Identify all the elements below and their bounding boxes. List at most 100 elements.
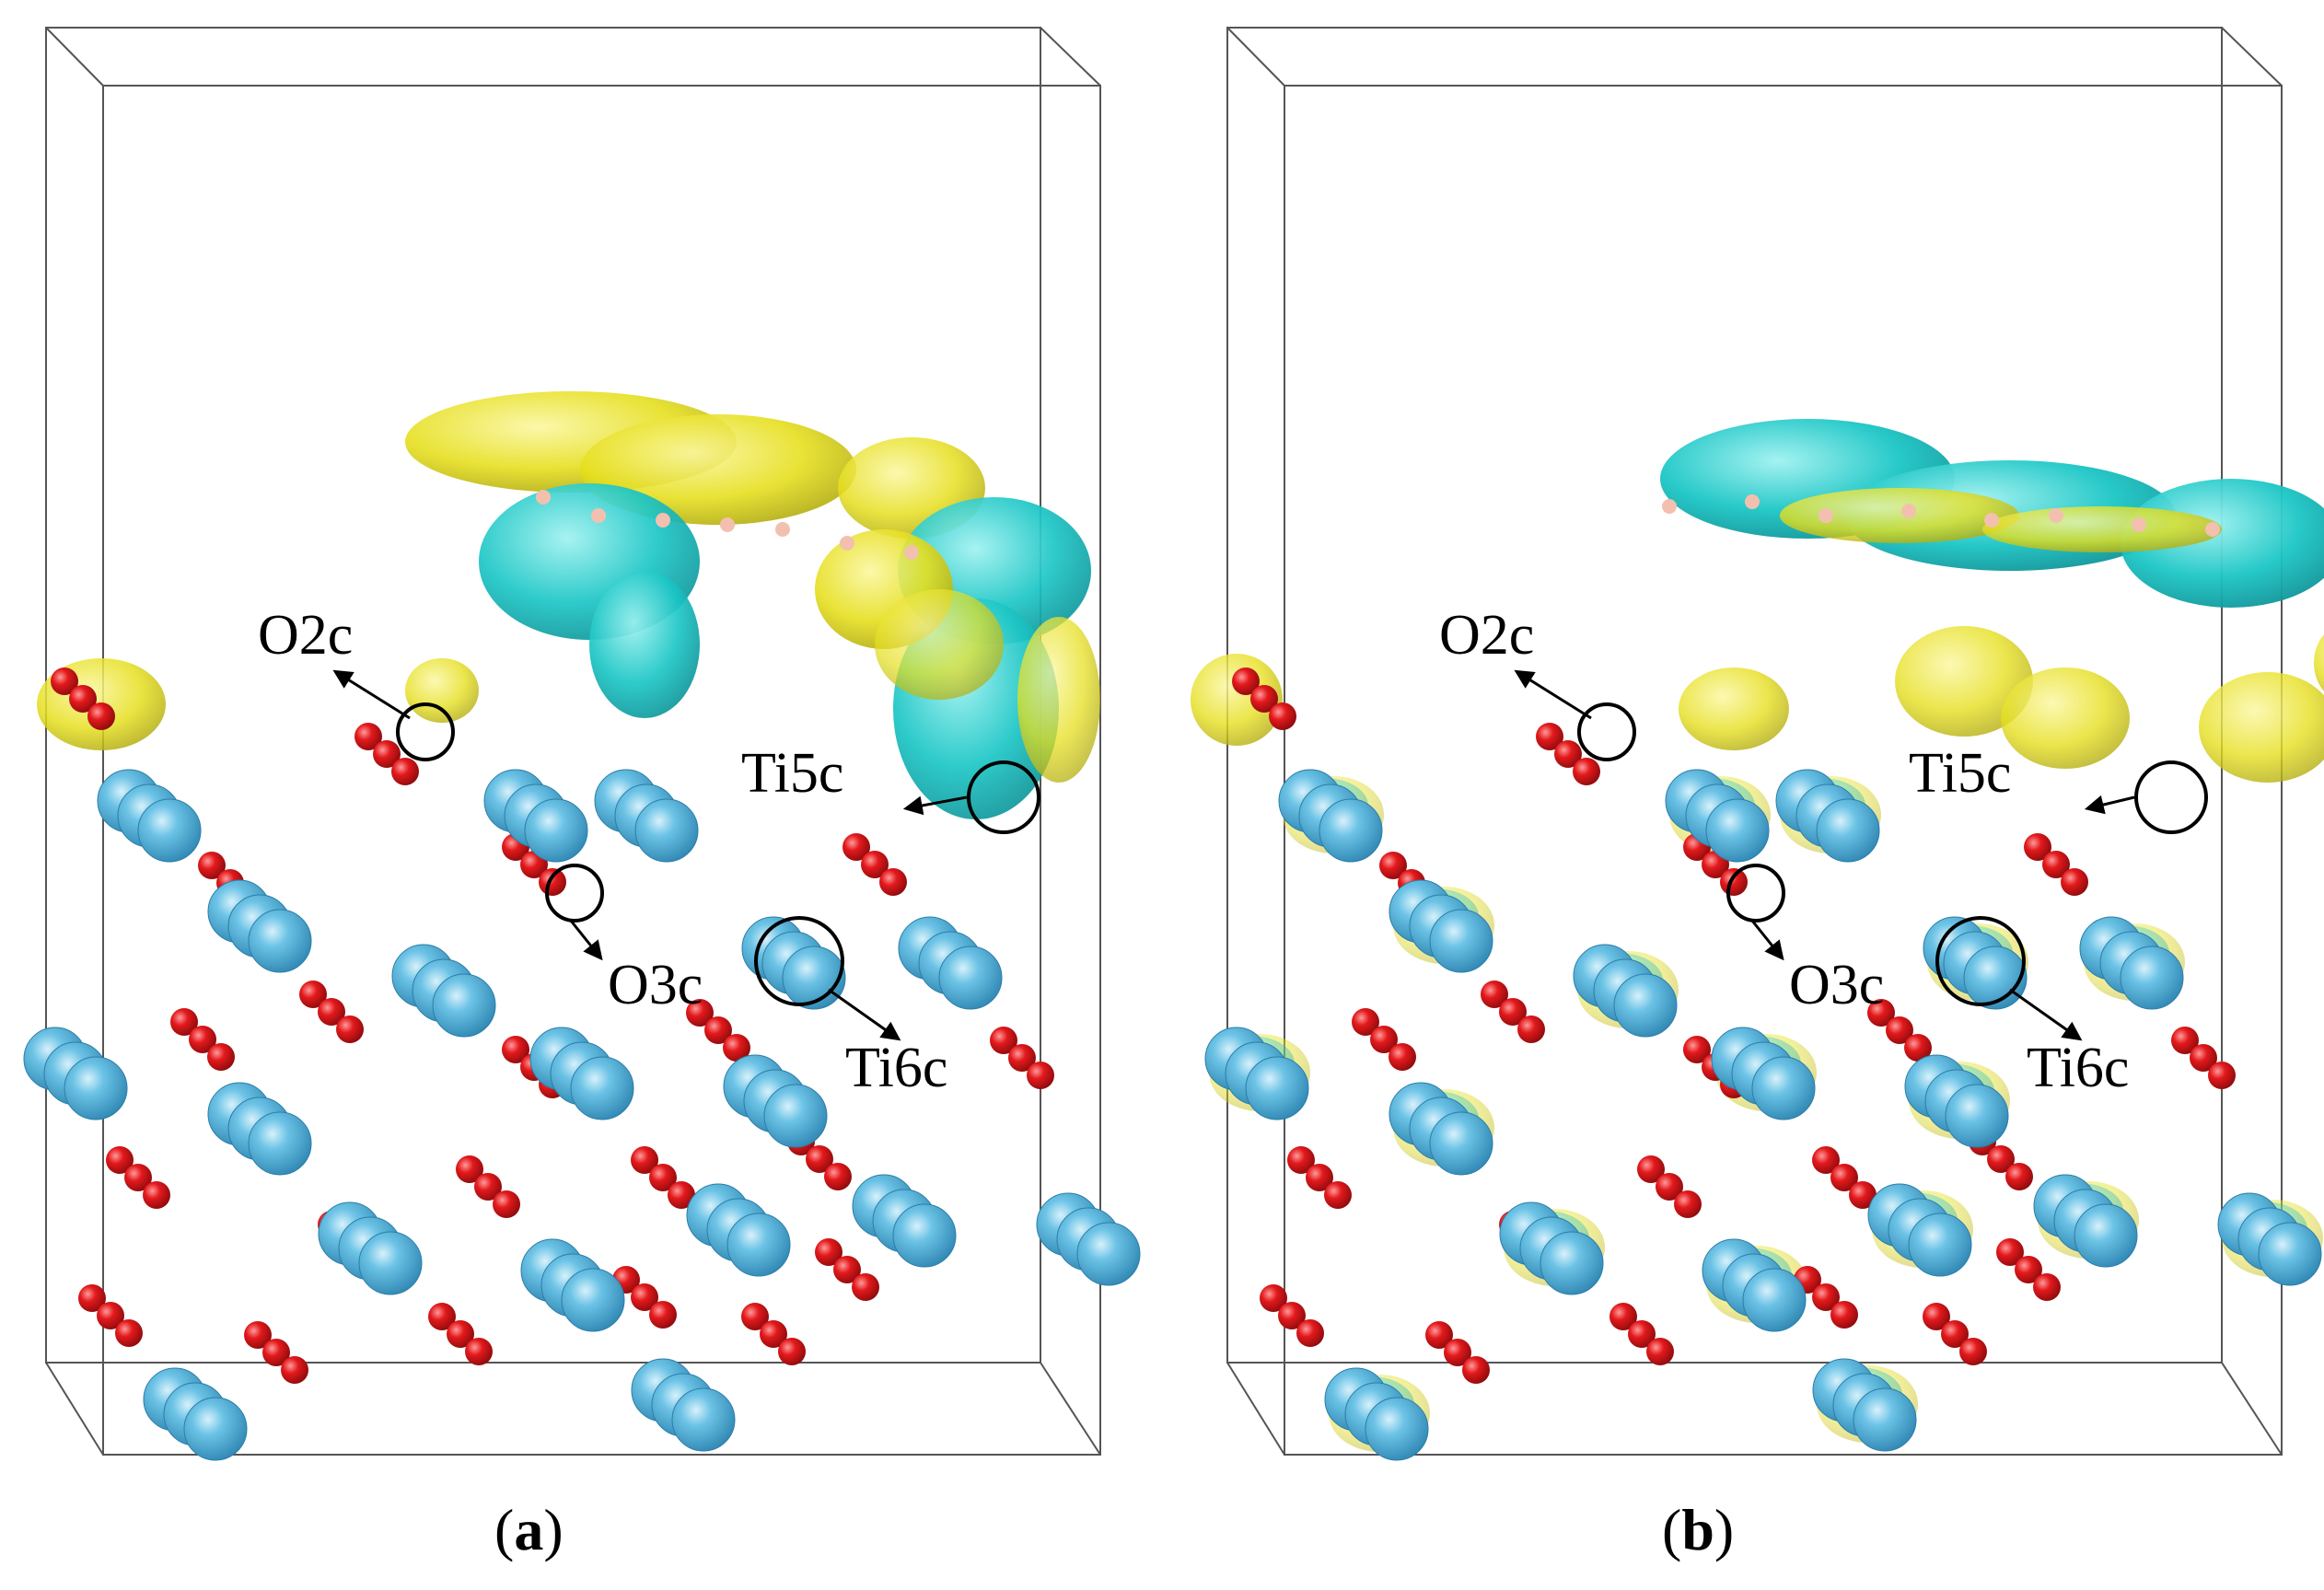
charge-accumulation-isosurface (1191, 654, 1283, 746)
titanium-atom (358, 1231, 423, 1295)
oxygen-atom (631, 1283, 658, 1311)
oxygen-atom (842, 833, 870, 861)
oxygen-atom (1027, 1062, 1054, 1089)
oxygen-atom (1656, 1173, 1683, 1201)
oxygen-atom (2015, 1256, 2042, 1283)
titanium-atom (1076, 1222, 1141, 1286)
oxygen-atom (1352, 1008, 1379, 1036)
ti6c-label: Ti6c (845, 1037, 947, 1099)
oxygen-atom (1812, 1146, 1840, 1174)
adsorbate-atom (2049, 508, 2063, 523)
charge-accumulation-isosurface (1679, 667, 1789, 750)
oxygen-atom (1232, 667, 1260, 695)
oxygen-atom (51, 667, 78, 695)
titanium-atom (64, 1056, 128, 1120)
oxygen-atom (1996, 1238, 2024, 1266)
oxygen-atom (1941, 1320, 1969, 1348)
oxygen-atom (1720, 868, 1748, 896)
oxygen-atom (69, 685, 97, 713)
oxygen-atom (262, 1339, 290, 1366)
ti6c-arrow (828, 988, 901, 1041)
titanium-atom (248, 1111, 312, 1176)
oxygen-atom (2024, 833, 2051, 861)
oxygen-atom (1573, 758, 1600, 785)
adsorbate-atom (1984, 513, 1999, 528)
oxygen-atom (170, 1008, 198, 1036)
oxygen-atom (778, 1338, 806, 1365)
adsorbate-atom (1745, 494, 1760, 509)
oxygen-atom (1554, 740, 1582, 768)
oxygen-atom (78, 1284, 106, 1312)
oxygen-atom (539, 868, 566, 896)
charge-accumulation-isosurface (1982, 506, 2222, 552)
oxygen-atom (879, 868, 907, 896)
adsorbate-atom (1901, 504, 1916, 518)
titanium-atom (2074, 1203, 2138, 1268)
oxygen-atom (106, 1146, 134, 1174)
oxygen-atom (428, 1303, 456, 1330)
ti5c-marker-ring (967, 760, 1040, 834)
oxygen-atom (1250, 685, 1278, 713)
titanium-atom (671, 1387, 736, 1452)
o2c-arrow (1514, 669, 1592, 720)
adsorbate-atom (591, 508, 606, 523)
oxygen-atom (336, 1016, 364, 1043)
ti6c-marker-ring (1935, 916, 2026, 1006)
oxygen-atom (502, 1036, 529, 1063)
adsorbate-atom (840, 536, 854, 551)
charge-accumulation-isosurface (2314, 634, 2324, 691)
titanium-atom (137, 798, 202, 863)
oxygen-atom (1683, 1036, 1711, 1063)
oxygen-atom (686, 999, 714, 1027)
oxygen-atom (1830, 1301, 1858, 1329)
ti5c-arrow (2084, 795, 2135, 815)
charge-depletion-isosurface (589, 571, 700, 718)
oxygen-atom (474, 1173, 502, 1201)
o3c-marker-ring (545, 864, 604, 923)
oxygen-atom (2061, 868, 2088, 896)
oxygen-atom (299, 981, 327, 1008)
ti5c-label: Ti5c (1909, 742, 2011, 805)
titanium-atom (183, 1397, 248, 1461)
adsorbate-atom (1819, 508, 1833, 523)
oxygen-atom (1674, 1190, 1702, 1218)
oxygen-atom (1269, 702, 1296, 730)
oxygen-atom (704, 1016, 732, 1044)
cell-edge (2221, 27, 2283, 87)
charge-accumulation-isosurface (1780, 488, 2019, 543)
oxygen-atom (143, 1181, 170, 1209)
charge-accumulation-isosurface (1017, 617, 1100, 783)
titanium-atom (1963, 946, 2028, 1010)
oxygen-atom (493, 1190, 520, 1218)
oxygen-atom (1462, 1356, 1490, 1384)
oxygen-atom (806, 1145, 833, 1173)
oxygen-atom (1306, 1164, 1333, 1191)
adsorbate-atom (1662, 499, 1677, 514)
oxygen-atom (1637, 1155, 1665, 1183)
oxygen-atom (1609, 1303, 1637, 1330)
oxygen-atom (2208, 1062, 2236, 1089)
oxygen-atom (1849, 1181, 1877, 1209)
charge-accumulation-isosurface (875, 589, 1004, 700)
oxygen-atom (1904, 1034, 1932, 1062)
charge-accumulation-isosurface (2001, 667, 2130, 769)
o3c-arrow (569, 920, 603, 961)
cell-edge (45, 1362, 104, 1456)
titanium-atom (2120, 946, 2184, 1010)
oxygen-atom (2171, 1027, 2199, 1054)
cell-edge (1040, 27, 1101, 87)
ti5c-marker-ring (2134, 760, 2208, 834)
oxygen-atom (1425, 1321, 1453, 1349)
ti6c-marker-ring (754, 916, 844, 1006)
oxygen-atom (1987, 1145, 2015, 1173)
charge-accumulation-isosurface (1895, 626, 2033, 737)
titanium-atom (1540, 1231, 1604, 1295)
oxygen-atom (1287, 1146, 1315, 1174)
oxygen-atom (1481, 981, 1508, 1008)
titanium-atom (782, 946, 846, 1010)
oxygen-atom (2190, 1044, 2217, 1072)
oxygen-atom (318, 998, 345, 1026)
oxygen-atom (244, 1321, 272, 1349)
oxygen-atom (1923, 1303, 1950, 1330)
